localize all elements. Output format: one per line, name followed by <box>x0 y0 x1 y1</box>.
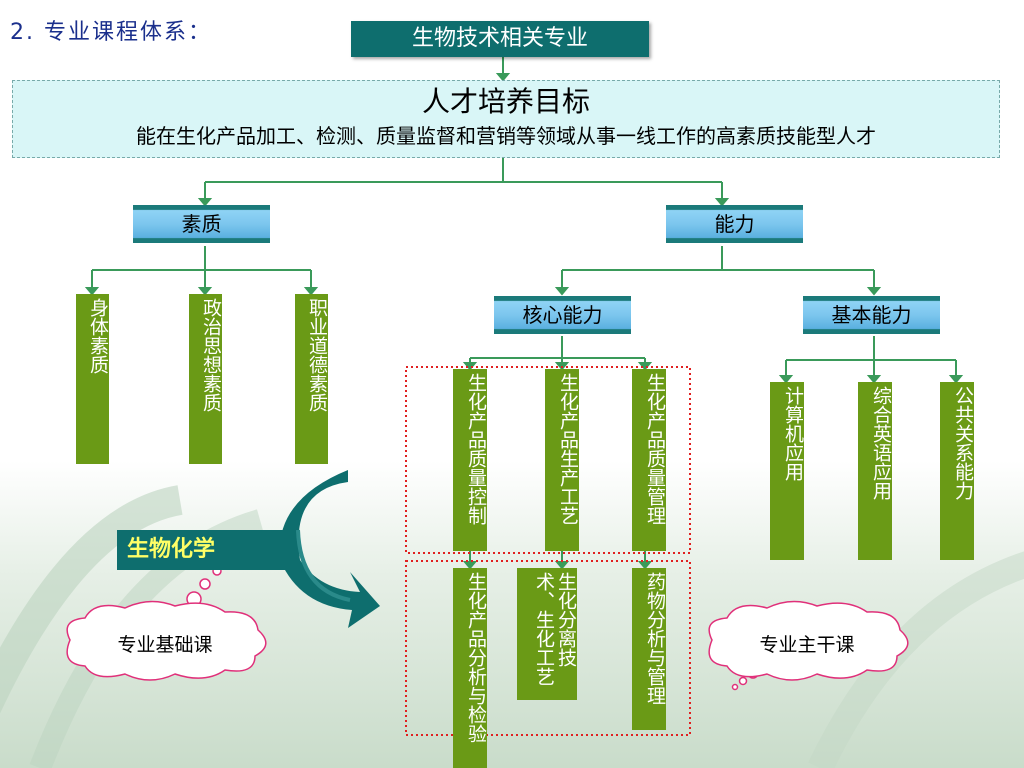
core-lower-analysis: 生化产品分析与检验 <box>453 568 487 768</box>
basic-item-english: 综合英语应用 <box>858 382 892 560</box>
quality-item-ethics: 职业道德素质 <box>295 294 328 464</box>
core-lower-drug-analysis: 药物分析与管理 <box>632 568 666 730</box>
training-goal-box: 人才培养目标 能在生化产品加工、检测、质量监督和营销等领域从事一线工作的高素质技… <box>12 80 1000 158</box>
goal-text: 能在生化产品加工、检测、质量监督和营销等领域从事一线工作的高素质技能型人才 <box>136 124 876 148</box>
quality-item-political: 政治思想素质 <box>189 294 222 464</box>
core-item-production: 生化产品生产工艺 <box>545 369 579 551</box>
major-title-box: 生物技术相关专业 <box>351 21 649 57</box>
core-item-quality-management: 生化产品质量管理 <box>632 369 666 551</box>
basic-item-public-relations: 公共关系能力 <box>940 382 974 560</box>
core-ability-node: 核心能力 <box>494 296 631 334</box>
quality-node: 素质 <box>133 205 270 243</box>
quality-item-physical: 身体素质 <box>76 294 109 464</box>
core-lower-separation: 生化分离技术、生化工艺 <box>517 568 577 700</box>
page-heading: 2. 专业课程体系： <box>10 20 212 45</box>
ability-node: 能力 <box>666 205 803 243</box>
goal-title: 人才培养目标 <box>421 85 590 118</box>
basic-ability-node: 基本能力 <box>803 296 940 334</box>
core-item-quality-control: 生化产品质量控制 <box>453 369 487 551</box>
main-course-cloud: 专业主干课 <box>759 634 855 656</box>
basic-item-computer: 计算机应用 <box>770 382 804 560</box>
basic-course-cloud: 专业基础课 <box>117 634 213 656</box>
biochemistry-box: 生物化学 <box>117 530 295 570</box>
